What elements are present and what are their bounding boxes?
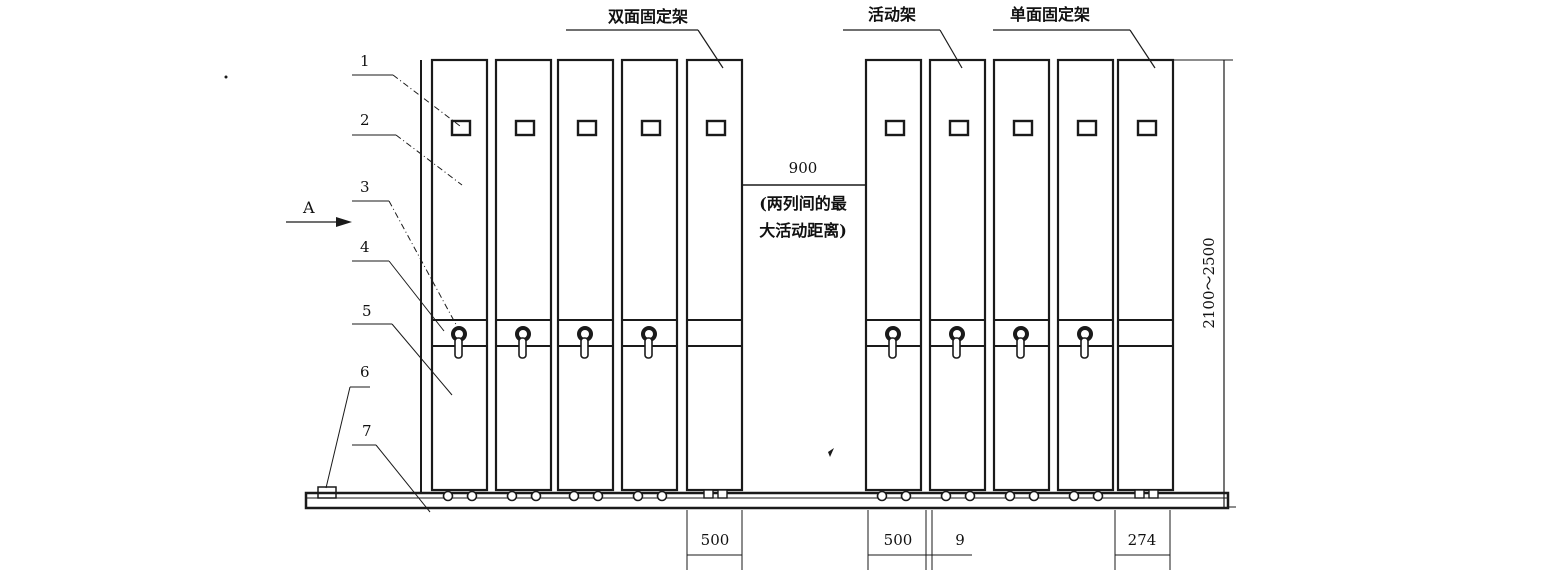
callout-6: 6 [360,363,370,381]
part-callouts: 1 2 3 4 5 6 7 [325,52,463,513]
rack-frame [1116,58,1175,492]
wheel-left [1068,490,1080,502]
arrow-a-label: A [302,198,315,217]
wheel-left [442,490,454,502]
callout-4: 4 [360,238,370,256]
gap-note-line1: (两列间的最 [759,194,848,213]
gap-value: 900 [789,159,818,177]
dim-mobile-gap: 9 [955,531,965,549]
wheel-right [592,490,604,502]
handwheel-center [1017,330,1025,338]
label-holder [514,119,536,137]
handwheel-center [581,330,589,338]
gap-note-line2: 大活动距离) [759,221,847,240]
wheel-left [568,490,580,502]
wheel-right [1028,490,1040,502]
label-holder [450,119,472,137]
mobile-rack-left-4 [620,58,679,502]
handwheel-center [455,330,463,338]
mobile-rack-right-4 [1056,58,1115,502]
rack-group [430,58,1175,502]
callout-3: 3 [360,178,370,196]
callout-1: 1 [360,52,370,70]
mobile-rack-left-2 [494,58,553,502]
rack-frame [430,58,489,492]
wheel-left [632,490,644,502]
label-holder [884,119,906,137]
wheel-left [940,490,952,502]
top-labels: 双面固定架 活动架 单面固定架 [566,5,1156,69]
label-holder [1012,119,1034,137]
foot-block [717,489,728,499]
rack-frame [685,58,744,492]
scan-dot [224,75,228,79]
callout-7: 7 [362,422,372,440]
floor-stop-block [317,486,337,499]
label-holder [948,119,970,137]
handwheel-handle [1016,337,1025,359]
callout-2: 2 [360,111,370,129]
label-holder [640,119,662,137]
height-range: 2100～2500 [1200,237,1218,328]
foot-block [1148,489,1159,499]
arrow-a-head [336,217,352,227]
handwheel-center [519,330,527,338]
handwheel-handle [518,337,527,359]
mobile-rack-right-2 [928,58,987,502]
rack-frame [620,58,679,492]
wheel-left [1004,490,1016,502]
handwheel-center [1081,330,1089,338]
label-holder [1076,119,1098,137]
label-holder [705,119,727,137]
wheel-right [1092,490,1104,502]
label-double-fixed: 双面固定架 [608,7,688,26]
label-mobile: 活动架 [868,5,916,24]
handwheel-handle [888,337,897,359]
handwheel-handle [952,337,961,359]
handwheel-handle [580,337,589,359]
mobile-rack-left-3 [556,58,615,502]
wheel-right [964,490,976,502]
wheel-left [876,490,888,502]
mobile-rack-left-1 [430,58,489,502]
height-dimension: 2100～2500 [1168,59,1236,508]
handwheel-center [889,330,897,338]
dim-left-fixed-width: 500 [701,531,730,549]
label-single-fixed: 单面固定架 [1010,5,1090,24]
wheel-right [530,490,542,502]
wheel-left [506,490,518,502]
foot-block [1134,489,1145,499]
label-holder [576,119,598,137]
mobile-rack-right-3 [992,58,1051,502]
fixed-rack-left-5 [685,58,744,499]
bottom-dimensions: 500 500 9 274 [686,510,1171,570]
fixed-rack-right-5 [1116,58,1175,499]
handwheel-center [953,330,961,338]
rack-frame [928,58,987,492]
handwheel-handle [454,337,463,359]
rack-frame [556,58,615,492]
foot-block [703,489,714,499]
handwheel-handle [1080,337,1089,359]
view-arrow-a: A [286,198,352,227]
dim-mobile-width: 500 [884,531,913,549]
mobile-rack-right-1 [864,58,923,502]
handwheel-handle [644,337,653,359]
rack-frame [992,58,1051,492]
scan-mark [828,448,834,457]
handwheel-center [645,330,653,338]
callout-5: 5 [362,302,372,320]
wheel-right [466,490,478,502]
gap-dimension: 900 (两列间的最 大活动距离) [741,159,866,240]
rack-frame [1056,58,1115,492]
dim-right-fixed-width: 274 [1128,531,1157,549]
wheel-right [900,490,912,502]
rack-frame [864,58,923,492]
rack-frame [494,58,553,492]
label-holder [1136,119,1158,137]
wheel-right [656,490,668,502]
